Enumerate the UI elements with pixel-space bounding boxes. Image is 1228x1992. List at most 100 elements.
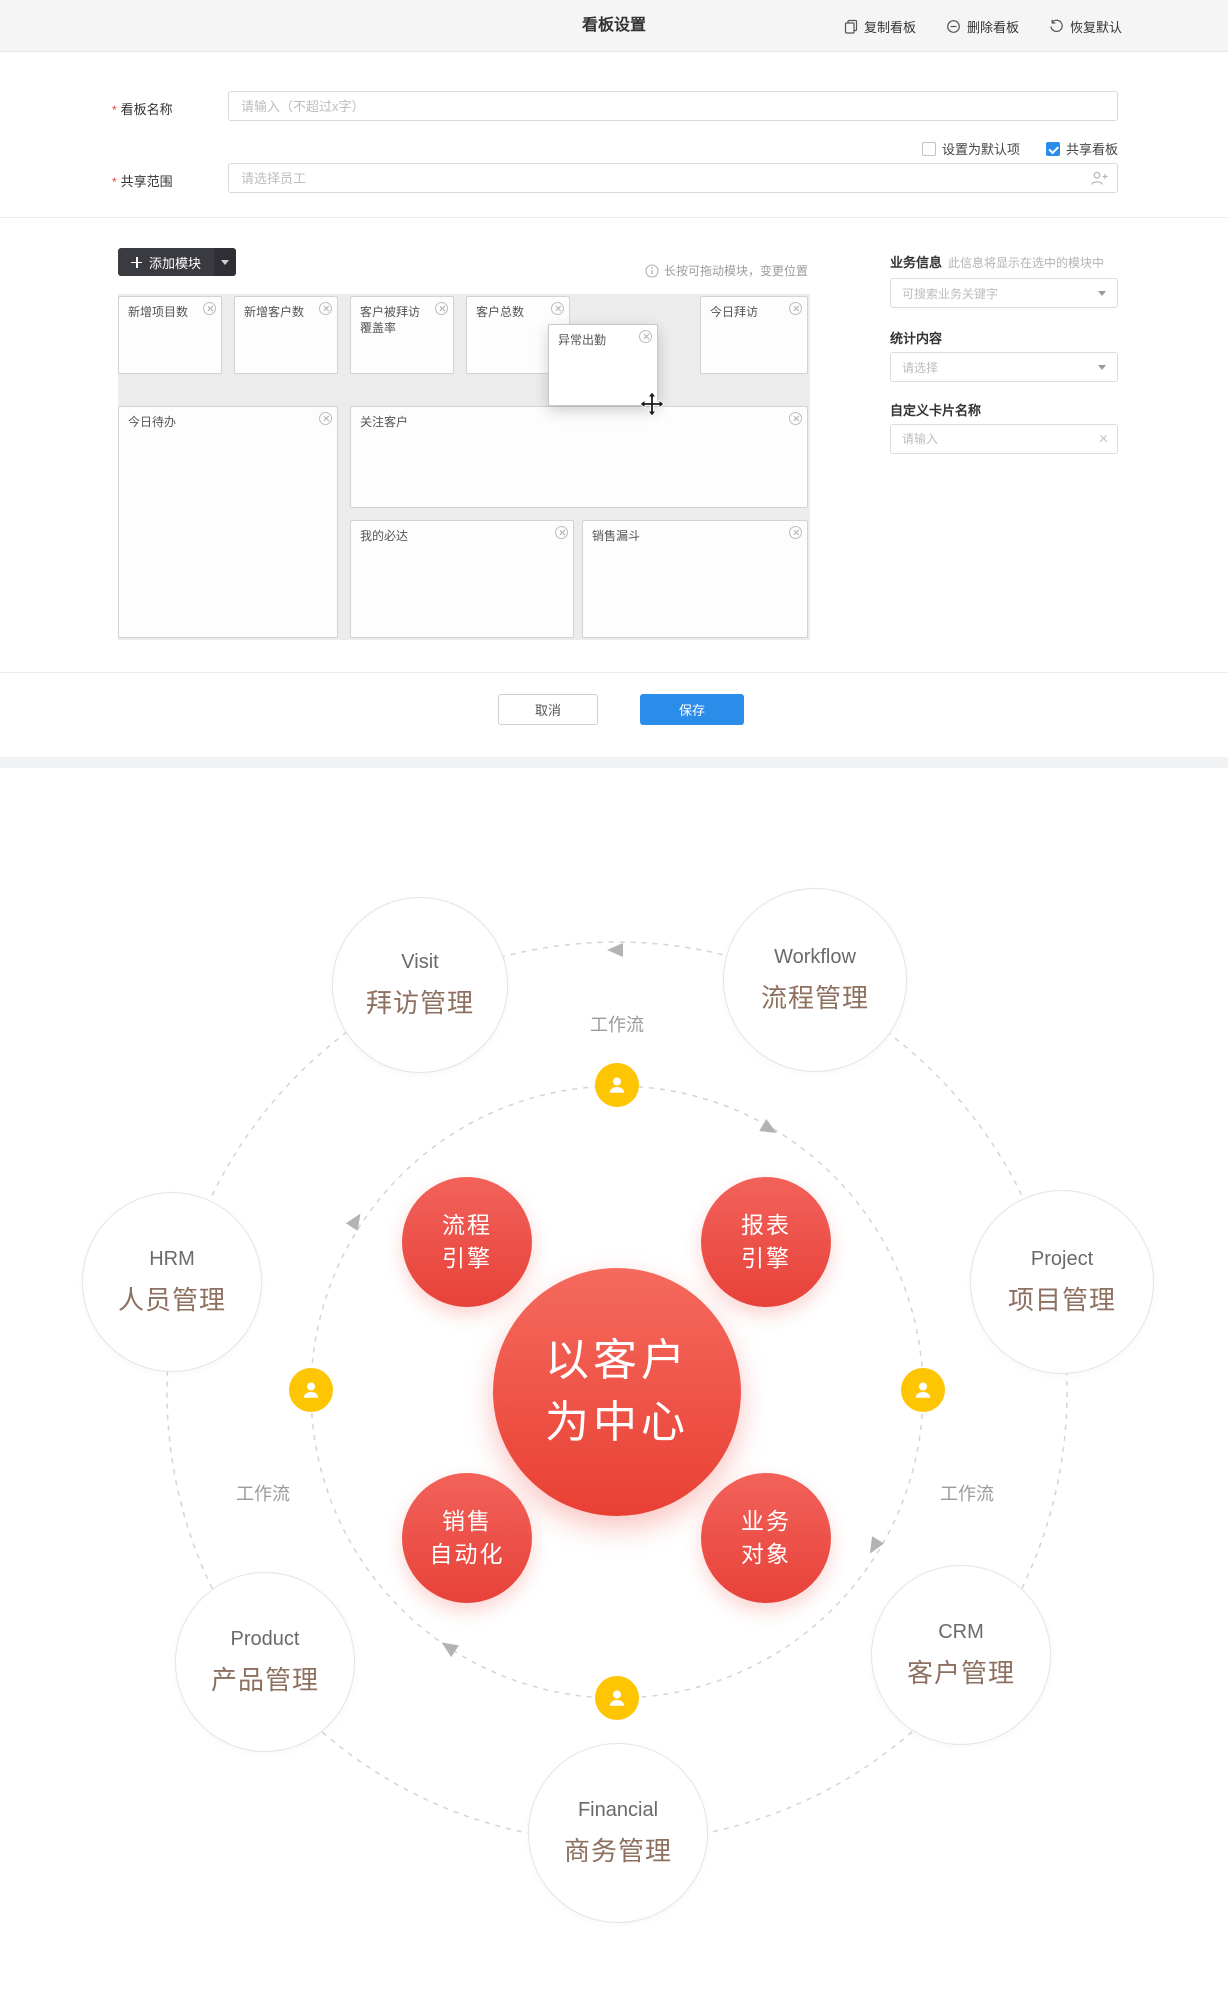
flow-arrow-icon (607, 943, 623, 957)
card-name-input[interactable] (890, 424, 1118, 454)
person-icon (901, 1368, 945, 1412)
outer-circle-hrm: HRM 人员管理 (82, 1192, 262, 1372)
module-card-visit-coverage[interactable]: 客户被拜访覆盖率 (350, 296, 454, 374)
business-info-header: 业务信息此信息将显示在选中的模块中 (890, 252, 1190, 271)
card-name-field (890, 424, 1118, 454)
module-card-sales-funnel[interactable]: 销售漏斗 (582, 520, 808, 638)
add-module-button[interactable]: 添加模块 (118, 248, 237, 276)
remove-module-icon[interactable] (203, 302, 216, 315)
restore-default-label: 恢复默认 (1069, 19, 1122, 35)
footer-divider (0, 672, 1228, 673)
remove-module-icon[interactable] (789, 412, 802, 425)
restore-icon (1050, 19, 1063, 32)
business-keyword-select[interactable]: 可搜索业务关键字 (890, 278, 1118, 308)
person-icon (595, 1676, 639, 1720)
set-default-checkbox-box[interactable] (921, 141, 936, 156)
module-card-title: 客户被拜访覆盖率 (360, 305, 421, 335)
outer-circle-project: Project 项目管理 (970, 1190, 1154, 1374)
share-board-checkbox-box[interactable] (1045, 141, 1060, 156)
satellite-business-objects: 业务 对象 (701, 1473, 831, 1603)
chevron-down-icon (1098, 290, 1106, 296)
copy-board-label: 复制看板 (863, 19, 916, 35)
remove-module-icon[interactable] (551, 302, 564, 315)
delete-board-button[interactable]: 删除看板 (946, 17, 1019, 36)
copy-icon (844, 19, 858, 34)
workflow-label-right: 工作流 (940, 1484, 994, 1504)
module-card-title: 今日待办 (128, 415, 177, 429)
header-actions: 复制看板 删除看板 恢复默认 (844, 0, 1122, 52)
remove-module-icon[interactable] (639, 330, 652, 343)
module-card-title: 新增客户数 (244, 305, 305, 319)
module-card-title: 销售漏斗 (592, 529, 641, 543)
board-name-input[interactable] (228, 91, 1118, 121)
crm-ecosystem-diagram: 以客户 为中心 流程 引擎 报表 引擎 销售 自动化 业务 对象 (0, 768, 1228, 1992)
business-info-subtitle: 此信息将显示在选中的模块中 (948, 256, 1105, 270)
required-marker: * (112, 103, 117, 117)
remove-module-icon[interactable] (789, 526, 802, 539)
set-default-label: 设置为默认项 (941, 142, 1020, 157)
remove-module-icon[interactable] (435, 302, 448, 315)
drag-hint-text: 长按可拖动模块，变更位置 (663, 264, 808, 278)
module-card-title: 异常出勤 (558, 333, 607, 347)
page-separator (0, 757, 1228, 768)
minus-circle-icon (947, 19, 960, 33)
module-card-new-projects[interactable]: 新增项目数 (118, 296, 222, 374)
workflow-label-top: 工作流 (590, 1015, 644, 1035)
business-info-title: 业务信息 (890, 255, 943, 270)
flow-arrow-icon (759, 1118, 777, 1133)
remove-module-icon[interactable] (319, 412, 332, 425)
module-card-today-todo[interactable]: 今日待办 (118, 406, 338, 638)
restore-default-button[interactable]: 恢复默认 (1049, 17, 1122, 36)
delete-board-label: 删除看板 (966, 19, 1019, 35)
outer-circle-crm: CRM 客户管理 (871, 1565, 1051, 1745)
module-card-followed-customers[interactable]: 关注客户 (350, 406, 808, 508)
stats-content-select[interactable]: 请选择 (890, 352, 1118, 382)
stats-content-label: 统计内容 (890, 331, 943, 346)
board-name-label: *看板名称 (112, 102, 173, 117)
flow-arrow-icon (441, 1642, 459, 1658)
module-card-my-goals[interactable]: 我的必达 (350, 520, 574, 638)
remove-module-icon[interactable] (789, 302, 802, 315)
flow-arrow-icon (869, 1536, 885, 1554)
add-module-dropdown[interactable] (214, 248, 237, 276)
satellite-report-engine: 报表 引擎 (701, 1177, 831, 1307)
card-name-label: 自定义卡片名称 (890, 403, 982, 418)
move-cursor-icon (638, 390, 666, 423)
remove-module-icon[interactable] (319, 302, 332, 315)
satellite-process-engine: 流程 引擎 (402, 1177, 532, 1307)
center-line1: 以客户 (545, 1336, 689, 1386)
add-module-main[interactable]: 添加模块 (118, 248, 215, 276)
remove-module-icon[interactable] (555, 526, 568, 539)
checkbox-row: 设置为默认项 共享看板 (921, 139, 1118, 158)
required-marker: * (112, 175, 117, 189)
module-grid: 新增项目数 新增客户数 客户被拜访覆盖率 客户总数 今日拜访 异常出勤 (118, 294, 810, 640)
stats-content-placeholder: 请选择 (902, 360, 939, 375)
module-card-title: 客户总数 (476, 305, 525, 319)
section-divider (0, 217, 1228, 218)
center-circle-customer-centric: 以客户 为中心 (493, 1268, 741, 1516)
page-title: 看板设置 (581, 17, 647, 34)
person-icon (595, 1063, 639, 1107)
module-card-abnormal-attendance-dragging[interactable]: 异常出勤 (548, 324, 658, 406)
module-card-new-customers[interactable]: 新增客户数 (234, 296, 338, 374)
copy-board-button[interactable]: 复制看板 (844, 17, 916, 36)
plus-icon (131, 256, 142, 268)
cancel-button[interactable]: 取消 (498, 694, 598, 725)
share-board-checkbox[interactable]: 共享看板 (1045, 139, 1118, 158)
share-scope-input[interactable] (228, 163, 1118, 193)
set-default-checkbox[interactable]: 设置为默认项 (921, 139, 1020, 158)
settings-header: 看板设置 复制看板 删除看板 恢 (0, 0, 1228, 52)
chevron-down-icon (221, 259, 230, 265)
save-button[interactable]: 保存 (640, 694, 744, 725)
outer-circle-financial: Financial 商务管理 (528, 1743, 708, 1923)
clear-input-icon[interactable] (1097, 433, 1109, 445)
outer-circle-product: Product 产品管理 (175, 1572, 355, 1752)
module-card-today-visits[interactable]: 今日拜访 (700, 296, 808, 374)
module-card-title: 新增项目数 (128, 305, 189, 319)
business-keyword-placeholder: 可搜索业务关键字 (902, 286, 999, 301)
add-module-label: 添加模块 (149, 255, 202, 271)
person-icon (289, 1368, 333, 1412)
share-scope-label: *共享范围 (112, 174, 173, 189)
share-board-label: 共享看板 (1065, 142, 1118, 157)
